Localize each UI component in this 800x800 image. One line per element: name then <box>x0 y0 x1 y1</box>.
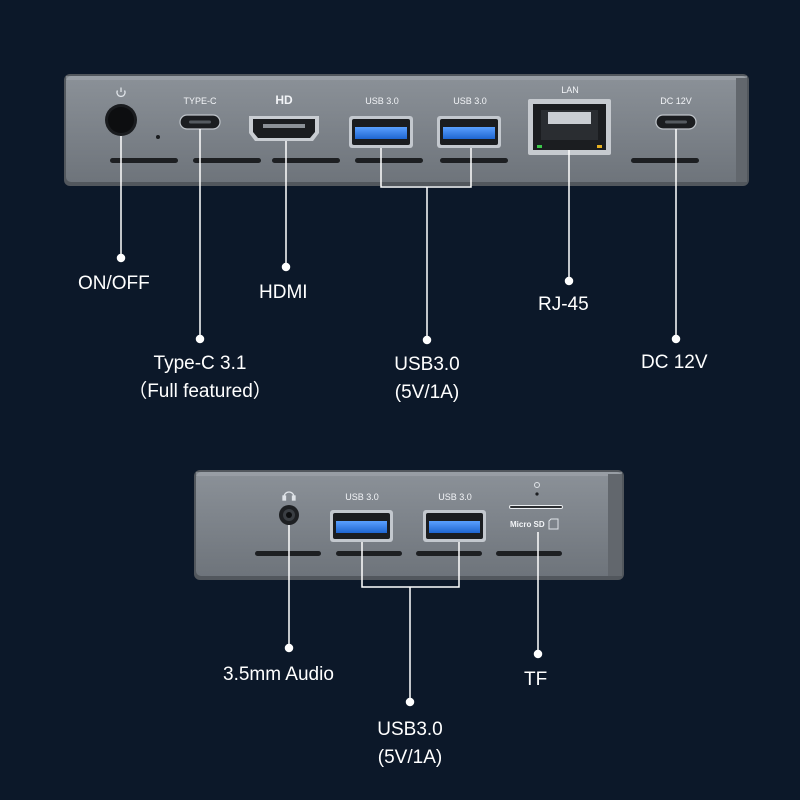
front-panel-device: USB 3.0 USB 3.0 Micro SD <box>194 470 624 580</box>
led-indicator <box>156 135 160 139</box>
front-usb-port-1 <box>330 510 393 542</box>
rear-usb-callout-line1: USB3.0 <box>394 354 460 375</box>
dc-power-port <box>655 114 697 130</box>
audio-callout: 3.5mm Audio <box>223 664 334 685</box>
front-usb-port-label-2: USB 3.0 <box>438 492 472 502</box>
type-c-port <box>179 114 221 130</box>
lan-port-label: LAN <box>561 85 579 95</box>
audio-jack <box>279 505 299 525</box>
rear-usb-callout-line2: (5V/1A) <box>394 382 460 403</box>
usb-port-2 <box>437 116 501 148</box>
usb-port-label-2: USB 3.0 <box>453 96 487 106</box>
type-c-callout-line1: Type-C 3.1 <box>153 353 247 374</box>
power-icon <box>116 87 126 98</box>
hdmi-port <box>249 116 319 141</box>
front-usb-callout-line1: USB3.0 <box>377 719 443 740</box>
sd-card-icon <box>548 518 559 530</box>
dc-callout: DC 12V <box>641 352 708 373</box>
hdmi-callout: HDMI <box>259 282 308 303</box>
type-c-callout-line2: （Full featured） <box>128 381 272 402</box>
front-vent-slots <box>255 551 562 556</box>
on-off-callout: ON/OFF <box>78 273 150 294</box>
rear-leader-lines <box>116 129 681 345</box>
micro-sd-label: Micro SD <box>510 520 545 529</box>
type-c-port-label: TYPE-C <box>183 96 217 106</box>
usb-port-label-1: USB 3.0 <box>365 96 399 106</box>
dc-port-label: DC 12V <box>660 96 692 106</box>
front-usb-port-label-1: USB 3.0 <box>345 492 379 502</box>
micro-sd-slot <box>509 505 563 509</box>
front-usb-callout-line2: (5V/1A) <box>377 747 443 768</box>
front-usb-callout: USB3.0 (5V/1A) <box>377 716 442 772</box>
power-button <box>105 104 137 136</box>
usb-port-1 <box>349 116 413 148</box>
rear-usb-callout: USB3.0 (5V/1A) <box>394 351 459 407</box>
rear-panel-device: TYPE-C HD USB 3.0 USB 3.0 LAN <box>64 74 749 186</box>
sd-led-icon <box>534 482 540 496</box>
front-usb-port-2 <box>423 510 486 542</box>
front-leader-lines <box>284 525 543 707</box>
hd-port-label: HD <box>275 93 293 107</box>
tf-callout: TF <box>524 669 548 690</box>
type-c-callout: Type-C 3.1 （Full featured） <box>128 350 272 406</box>
rj45-port <box>528 99 611 155</box>
vent-slots <box>110 158 699 163</box>
headphone-icon <box>282 491 296 501</box>
rj45-callout: RJ-45 <box>538 294 589 315</box>
